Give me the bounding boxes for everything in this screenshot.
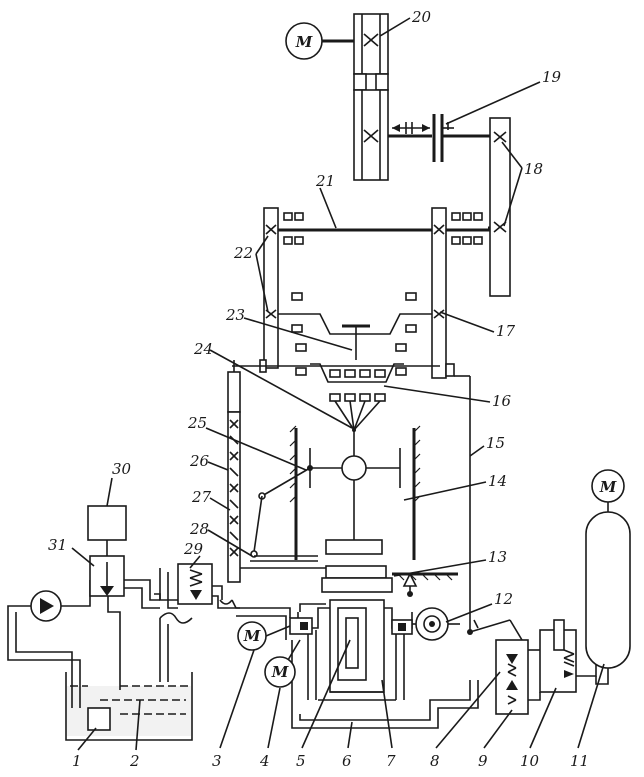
ram-slider	[309, 430, 401, 555]
label-14: 14	[488, 472, 507, 490]
label-11: 11	[570, 752, 589, 770]
valve-block-3	[289, 617, 413, 635]
lever-25	[250, 465, 313, 558]
label-21: 21	[315, 172, 335, 190]
main-cylinder-7	[297, 599, 413, 701]
label-15: 15	[486, 434, 505, 452]
label-6: 6	[342, 752, 352, 770]
gear-pair-18	[488, 117, 511, 297]
control-lever-8	[467, 619, 523, 641]
accumulator-11: M	[585, 469, 631, 685]
crank-linkage-23	[278, 292, 432, 376]
top-motor-label: M	[295, 33, 313, 51]
motor-4-label: M	[271, 663, 289, 681]
label-23: 23	[225, 306, 245, 324]
clutch-19	[388, 114, 492, 162]
label-5: 5	[296, 752, 306, 770]
label-4: 4	[259, 752, 270, 770]
pump	[7, 580, 91, 708]
motor-3-label: M	[243, 627, 261, 645]
leader-lines	[71, 17, 605, 751]
filter-1	[87, 707, 111, 731]
motor-3: M	[237, 621, 291, 651]
label-7: 7	[386, 752, 396, 770]
label-28: 28	[189, 520, 209, 538]
valve-10	[528, 619, 597, 701]
supply-pipe	[154, 585, 326, 640]
top-motor: M	[285, 22, 354, 60]
label-24: 24	[193, 340, 213, 358]
label-18: 18	[524, 160, 543, 178]
motor-4: M	[264, 639, 301, 688]
label-1: 1	[72, 752, 82, 770]
column-26-27	[227, 360, 440, 583]
label-17: 17	[496, 322, 516, 340]
part-labels: 1 2 3 4 5 6 7 8 9 10 11 12 13 14 15 16 1…	[48, 8, 589, 770]
accumulator-motor-label: M	[599, 478, 617, 496]
label-13: 13	[488, 548, 507, 566]
valve-9	[495, 639, 529, 715]
label-12: 12	[494, 590, 513, 608]
bar-28	[250, 555, 318, 562]
crankshaft-21	[278, 212, 490, 245]
label-8: 8	[430, 752, 440, 770]
return-pipe-6	[291, 640, 479, 729]
label-3: 3	[212, 752, 222, 770]
label-2: 2	[129, 752, 140, 770]
label-10: 10	[520, 752, 540, 770]
label-16: 16	[492, 392, 512, 410]
label-30: 30	[112, 460, 132, 478]
relief-valve-29	[159, 563, 213, 682]
label-22: 22	[233, 244, 253, 262]
label-25: 25	[187, 414, 207, 432]
tie-rod-15	[454, 375, 471, 632]
toggle-link-16	[310, 363, 404, 432]
flywheel-20	[353, 13, 389, 181]
label-29: 29	[183, 540, 204, 558]
control-box-30	[87, 505, 127, 556]
gauge-12	[412, 607, 460, 641]
label-31: 31	[48, 536, 67, 554]
label-26: 26	[189, 452, 210, 470]
label-27: 27	[191, 488, 212, 506]
ram-guides-14	[289, 425, 421, 560]
valve-31	[89, 555, 160, 690]
label-9: 9	[478, 752, 488, 770]
right-frame-17	[431, 207, 455, 379]
label-19: 19	[542, 68, 562, 86]
oil-tank-2	[65, 672, 193, 741]
label-20: 20	[411, 8, 432, 26]
